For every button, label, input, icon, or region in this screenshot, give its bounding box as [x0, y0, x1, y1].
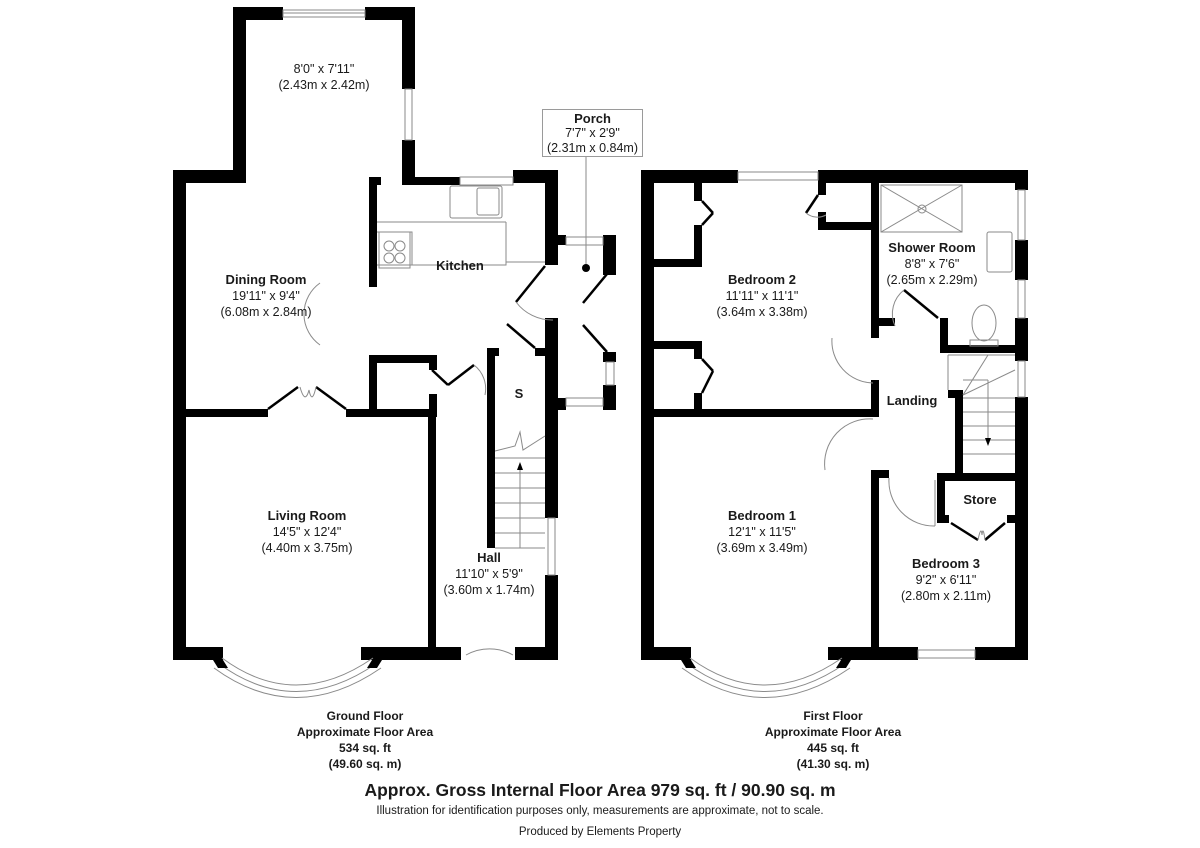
room-dimensions-imperial: 8'8" x 7'6"	[904, 257, 960, 271]
room-dimensions-metric: (2.43m x 2.42m)	[278, 78, 370, 92]
room-name: Kitchen	[436, 258, 484, 273]
room-label-conservatory: 8'0" x 7'11" (2.43m x 2.42m)	[278, 61, 369, 93]
room-dimensions-imperial: 9'2" x 6'11"	[915, 573, 977, 587]
floor-subtitle: Approximate Floor Area	[764, 725, 902, 739]
room-dimensions-metric: (3.60m x 1.74m)	[443, 583, 535, 597]
room-dimensions-imperial: 12'1" x 11'5"	[728, 525, 796, 539]
room-name: S	[514, 386, 524, 401]
first-floor-doors	[700, 194, 1006, 542]
ground-floor-fixtures	[213, 9, 615, 698]
ground-floor-walls	[173, 7, 616, 660]
room-name: Bedroom 1	[728, 508, 796, 523]
room-name: Shower Room	[888, 240, 976, 255]
room-label-store: S	[515, 386, 524, 402]
room-dimensions-metric: (2.65m x 2.29m)	[886, 273, 978, 287]
disclaimer: Illustration for identification purposes…	[376, 805, 824, 817]
room-name: Dining Room	[225, 272, 307, 287]
room-label-landing: Landing	[887, 393, 938, 409]
room-name: Porch	[574, 111, 611, 126]
room-label-store-first: Store	[963, 492, 996, 508]
room-dimensions-imperial: 19'11" x 9'4"	[232, 289, 300, 303]
room-dimensions-metric: (2.31m x 0.84m)	[546, 141, 638, 155]
room-label-bedroom-2: Bedroom 2 11'11" x 11'1" (3.64m x 3.38m)	[716, 272, 807, 320]
ground-floor-markers	[213, 264, 590, 668]
room-dimensions-metric: (4.40m x 3.75m)	[261, 541, 353, 555]
floor-area-sqft: 445 sq. ft	[806, 741, 860, 755]
room-label-bedroom-1: Bedroom 1 12'1" x 11'5" (3.69m x 3.49m)	[716, 508, 807, 556]
room-label-dining-room: Dining Room 19'11" x 9'4" (6.08m x 2.84m…	[220, 272, 311, 320]
room-dimensions-metric: (3.69m x 3.49m)	[716, 541, 808, 555]
room-dimensions-metric: (2.80m x 2.11m)	[900, 589, 992, 603]
room-name: Bedroom 3	[912, 556, 980, 571]
room-dimensions-metric: (3.64m x 3.38m)	[716, 305, 808, 319]
floor-area-sqm: (49.60 sq. m)	[328, 757, 402, 771]
floor-title: Ground Floor	[326, 709, 404, 723]
room-label-bedroom-3: Bedroom 3 9'2" x 6'11" (2.80m x 2.11m)	[901, 556, 991, 604]
first-floor-markers	[681, 438, 991, 668]
room-label-shower-room: Shower Room 8'8" x 7'6" (2.65m x 2.29m)	[886, 240, 977, 288]
floor-area-sqm: (41.30 sq. m)	[796, 757, 870, 771]
room-label-living-room: Living Room 14'5" x 12'4" (4.40m x 3.75m…	[261, 508, 352, 556]
room-name: Landing	[886, 393, 938, 408]
first-floor-walls	[641, 170, 1028, 660]
room-label-kitchen: Kitchen	[436, 258, 484, 274]
first-floor-summary: First Floor Approximate Floor Area 445 s…	[765, 708, 901, 772]
room-dimensions-imperial: 11'11" x 11'1"	[725, 289, 799, 303]
room-name: Store	[963, 492, 997, 507]
room-dimensions-imperial: 14'5" x 12'4"	[272, 525, 342, 539]
room-label-porch: Porch 7'7" x 2'9" (2.31m x 0.84m)	[542, 109, 643, 157]
floor-subtitle: Approximate Floor Area	[296, 725, 434, 739]
room-dimensions-imperial: 8'0" x 7'11"	[293, 62, 355, 76]
producer-credit: Produced by Elements Property	[518, 826, 682, 838]
gross-internal-area: Approx. Gross Internal Floor Area 979 sq…	[364, 780, 836, 800]
floor-area-sqft: 534 sq. ft	[338, 741, 392, 755]
ground-floor-summary: Ground Floor Approximate Floor Area 534 …	[297, 708, 433, 772]
room-label-hall: Hall 11'10" x 5'9" (3.60m x 1.74m)	[443, 550, 534, 598]
room-name: Living Room	[267, 508, 347, 523]
room-name: Bedroom 2	[728, 272, 796, 287]
room-dimensions-imperial: 11'10" x 5'9"	[455, 567, 523, 581]
floor-title: First Floor	[803, 709, 863, 723]
room-dimensions-imperial: 7'7" x 2'9"	[565, 126, 620, 140]
room-dimensions-metric: (6.08m x 2.84m)	[220, 305, 312, 319]
ground-floor-doors	[267, 265, 608, 411]
room-name: Hall	[477, 550, 501, 565]
